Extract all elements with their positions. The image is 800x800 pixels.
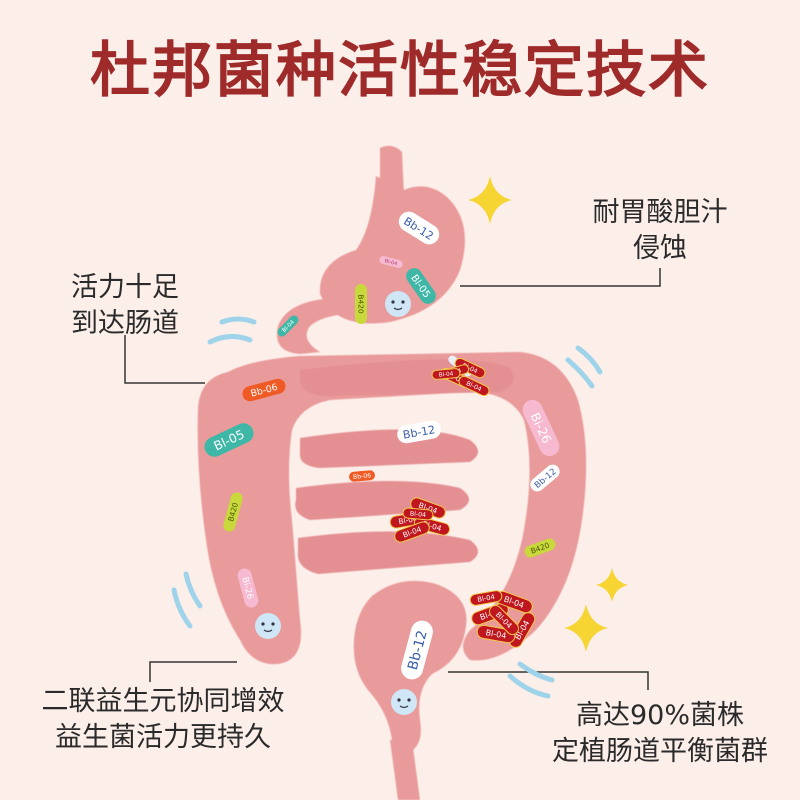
bacteria-pill-label: Bl-04 <box>410 511 427 519</box>
sparkle-icon <box>468 176 512 224</box>
bacteria-pill-body <box>489 605 519 635</box>
bacteria-pill-body <box>355 284 367 324</box>
bacteria-pill-label: Bb-06 <box>353 472 372 481</box>
bacteria-pill: Bl-04 <box>431 368 461 380</box>
leader-lines <box>124 268 661 690</box>
bacteria-pill-body <box>458 375 490 397</box>
callout-colonization: 高达90%菌株 定植肠道平衡菌群 <box>540 698 780 770</box>
bacteria-pill: Bb-06 <box>242 378 286 402</box>
bacteria-pill-body <box>530 464 560 492</box>
sparkles <box>468 176 628 652</box>
bacteria-pill-body <box>349 470 375 482</box>
bacteria-pill-body <box>469 590 503 606</box>
bacteria-pill-body <box>401 620 433 680</box>
bacteria-pill-label: B420 <box>356 294 365 314</box>
bacteria-pill-label: Bl-04 <box>485 628 507 640</box>
bacteria-pill-body <box>398 211 440 245</box>
callout-line: 二联益生元协同增效 <box>41 686 285 717</box>
callout-line: 定植肠道平衡菌群 <box>552 736 768 767</box>
motion-arcs <box>171 316 603 699</box>
bacteria-pill: Bb-06 <box>349 470 375 482</box>
callout-line: 耐胃酸胆汁 <box>592 197 728 228</box>
bacteria-pill: Bl-04 <box>495 590 533 614</box>
bacteria-pill-body <box>277 315 299 337</box>
callout-reach-intestine: 活力十足 到达肠道 <box>40 270 210 342</box>
callout-line: 活力十足 <box>71 272 179 303</box>
smiling-bacteria-icon <box>385 291 411 317</box>
bacteria-pill-body <box>522 399 560 457</box>
bacteria-pill-body <box>406 268 436 304</box>
bacteria-pill-body <box>524 538 556 558</box>
bacteria-pill: Bi-26 <box>237 568 259 608</box>
bacteria-pill-body <box>204 423 254 457</box>
bacteria-pill: Bi-04 <box>379 255 403 269</box>
bacteria-pill-label: Bi-04 <box>384 258 398 267</box>
bacteria-pill-label: Bl-04 <box>439 371 454 378</box>
smiling-bacteria-icon <box>391 689 417 715</box>
sparkle-icon <box>596 568 628 602</box>
bacteria-pill-body <box>402 507 434 521</box>
smiling-bacteria-icon <box>255 613 281 639</box>
bacteria-pill: Bl-04 <box>469 590 503 606</box>
page-title: 杜邦菌种活性稳定技术 <box>90 36 710 106</box>
bacteria-pill: B420 <box>223 492 243 532</box>
sparkle-icon <box>564 604 608 652</box>
callout-acid-resistance: 耐胃酸胆汁 侵蚀 <box>560 195 760 267</box>
bacteria-pill-label: Bb-12 <box>402 423 436 441</box>
callout-line: 益生菌活力更持久 <box>55 722 271 753</box>
bacteria-pill-body <box>237 568 259 608</box>
callout-line: 高达90%菌株 <box>575 700 744 731</box>
bacteria-pill-label: Bl-04 <box>477 593 496 604</box>
bacteria-pill-body <box>242 378 286 402</box>
bacteria-pill: Bl-04 <box>402 507 434 521</box>
callout-line: 侵蚀 <box>633 233 687 264</box>
bacteria-pill-body <box>397 420 441 444</box>
bacteria-pill: Bl-04 <box>394 521 430 543</box>
bacteria-pill: Bb-12 <box>397 420 441 444</box>
bacteria-pill-body <box>379 255 403 269</box>
bacteria-pill-body <box>394 521 430 543</box>
bacteria-pill: B420 <box>355 284 367 324</box>
bacteria-faces <box>255 291 417 715</box>
callout-line: 到达肠道 <box>71 308 179 339</box>
callout-prebiotics: 二联益生元协同增效 益生菌活力更持久 <box>28 684 298 756</box>
bacteria-pill: B420 <box>524 538 556 558</box>
bacteria-pill-body <box>223 492 243 532</box>
bacteria-pill-body <box>431 368 461 380</box>
